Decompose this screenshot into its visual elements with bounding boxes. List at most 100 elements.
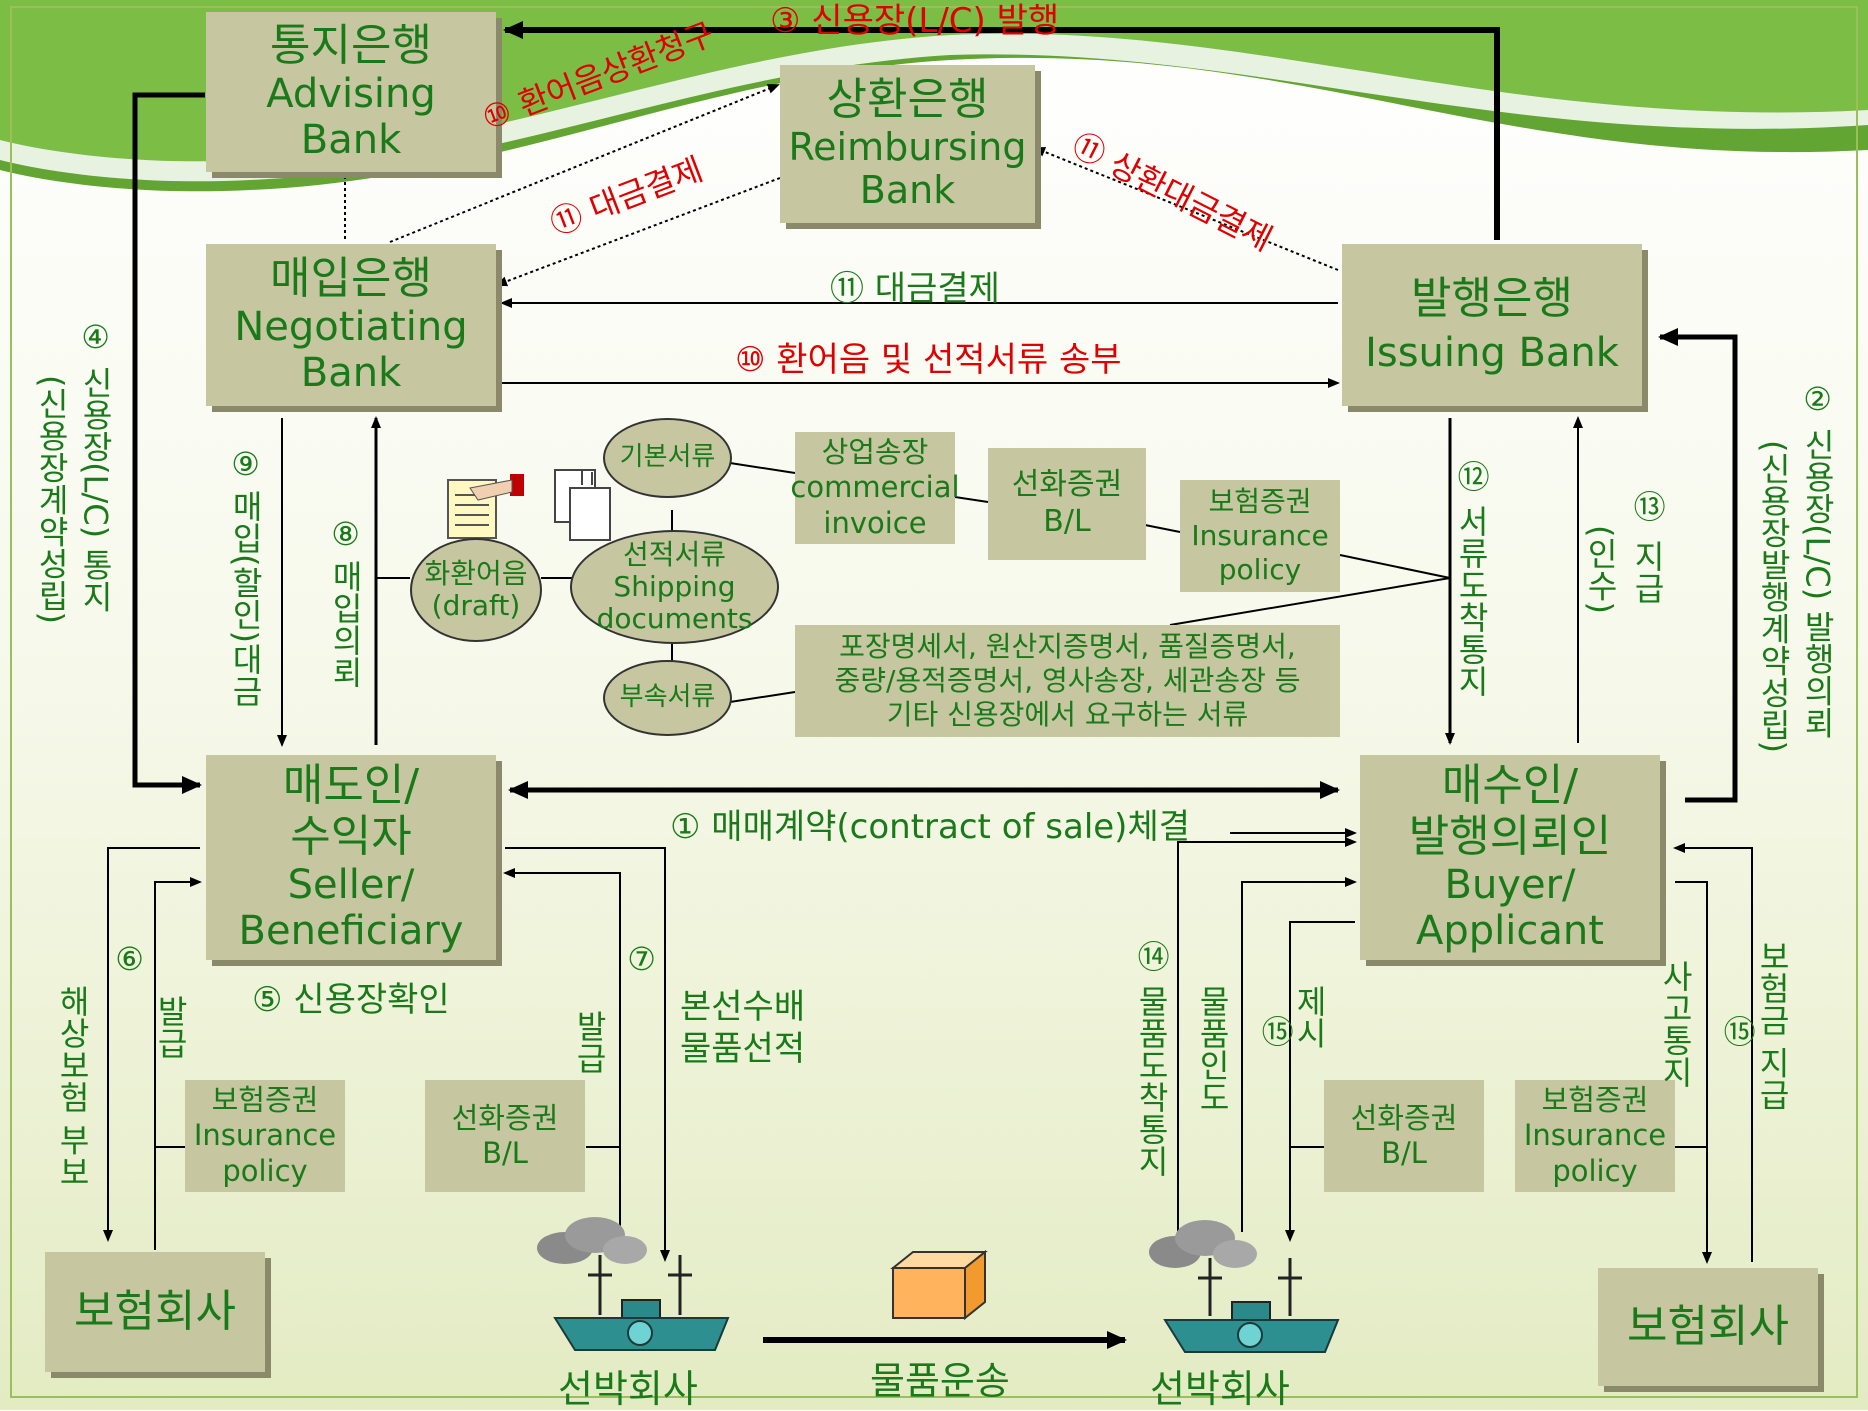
other-docs-l3: 기타 신용장에서 요구하는 서류 [886,698,1249,732]
step13-b: (인수) [1581,525,1620,614]
ins-right-en2: policy [1552,1153,1638,1188]
goods-delivery-text: 물품인도 [1193,985,1232,1113]
bill-of-lading-box: 선화증권 B/L [988,448,1146,560]
basic-documents-label: 기본서류 [619,442,716,473]
buyer-box: 매수인/ 발행의뢰인 Buyer/ Applicant [1360,755,1660,960]
insurance-company-right-label: 보험회사 [1627,1300,1789,1352]
ship-right-icon [1149,1220,1340,1353]
buyer-l1: 매수인/ [1441,759,1579,811]
insurance-en1: Insurance [1191,518,1329,552]
buyer-l3: Buyer/ [1444,862,1576,909]
transport-label: 물품운송 [870,1359,1010,1403]
step8-text: 매입의뢰 [326,560,365,688]
negotiating-bank-ko: 매입은행 [270,252,432,304]
issuing-bank-en1: Issuing Bank [1365,330,1619,377]
ins-left-ko: 보험증권 [211,1082,319,1117]
shipping-company-right: 선박회사 [1150,1367,1290,1411]
step6-right: 발급 [151,995,190,1059]
other-docs-l2: 중량/용적증명서, 영사송장, 세관송장 등 [834,663,1301,697]
seller-l4: Beneficiary [238,908,464,955]
insurance-company-left-label: 보험회사 [74,1285,236,1337]
step3-label: ③ 신용장(L/C) 발행 [770,1,1060,41]
draft-en: (draft) [431,589,521,622]
step14-number: ⑭ [1132,940,1171,972]
bl-right-box: 선화증권 B/L [1324,1080,1484,1192]
seller-box: 매도인/ 수익자 Seller/ Beneficiary [206,755,496,960]
invoice-en1: commercial [790,470,960,505]
invoice-en2: invoice [823,505,927,540]
other-docs-l1: 포장명세서, 원산지증명서, 품질증명서, [839,629,1296,663]
draft-ko: 화환어음 [424,556,528,590]
step7-right1: 본선수배 [680,987,806,1027]
negotiating-bank-box: 매입은행 Negotiating Bank [206,244,496,406]
invoice-ko: 상업송장 [821,434,929,469]
step7-number: ⑦ [622,940,661,978]
step7-right2: 물품선적 [680,1029,806,1069]
draft-document-icon [447,474,524,539]
commercial-invoice-box: 상업송장 commercial invoice [790,432,960,544]
ins-left-en1: Insurance [193,1118,337,1153]
step11-mid-label: ⑪ 대금결제 [830,269,1000,309]
negotiating-bank-en1: Negotiating [234,304,468,351]
slide-frame [10,6,1858,1398]
seller-l1: 매도인/ [282,759,420,811]
step4-sub: (신용장계약성립) [32,375,71,624]
advising-bank-box: 통지은행 Advising Bank [206,12,496,172]
basic-documents-ellipse: 기본서류 [603,418,732,498]
ship-left-icon [537,1217,730,1351]
buyer-l2: 발행의뢰인 [1408,810,1612,862]
attached-documents-ellipse: 부속서류 [603,660,732,736]
insurance-company-left: 보험회사 [45,1252,265,1372]
advising-bank-en2: Bank [300,117,402,164]
bl-en: B/L [1043,504,1091,539]
cargo-box-icon [890,1249,988,1321]
issuing-bank-ko: 발행은행 [1411,272,1573,324]
bl-ko: 선화증권 [1011,467,1123,503]
attached-documents-label: 부속서류 [619,682,716,713]
negotiating-bank-en2: Bank [300,350,402,397]
seller-l3: Seller/ [287,862,415,909]
ins-right-ko: 보험증권 [1541,1082,1649,1117]
step10-mid-label: ⑩ 환어음 및 선적서류 송부 [735,340,1122,380]
shipping-documents-ellipse: 선적서류 Shipping documents [570,530,779,644]
buyer-l4: Applicant [1416,908,1604,955]
step15a-number: ⑮ [1256,1015,1295,1047]
bl-right-ko: 선화증권 [1350,1100,1458,1135]
ins-left-en2: policy [222,1153,308,1188]
reimbursing-bank-en2: Bank [859,168,956,213]
bl-left-ko: 선화증권 [451,1100,559,1135]
step15b-text: 보험금 지급 [1753,940,1792,1111]
insurance-policy-right-box: 보험증권 Insurance policy [1515,1080,1675,1192]
step5-label: ⑤ 신용장확인 [252,980,450,1020]
other-documents-box: 포장명세서, 원산지증명서, 품질증명서, 중량/용적증명서, 영사송장, 세관… [795,625,1340,737]
advising-bank-ko: 통지은행 [270,19,432,71]
reimbursing-bank-box: 상환은행 Reimbursing Bank [780,65,1035,223]
step9-text: 매입(할인)대금 [226,490,265,707]
step13-number: ⑬ [1628,490,1667,522]
seller-l2: 수익자 [290,810,412,862]
step14-text: 물품도착통지 [1132,985,1171,1177]
ins-right-en1: Insurance [1523,1118,1667,1153]
issuing-bank-box: 발행은행 Issuing Bank [1342,244,1642,406]
insurance-ko: 보험증권 [1208,484,1312,518]
bl-left-en: B/L [482,1136,528,1170]
draft-ellipse: 화환어음 (draft) [410,538,542,642]
shipping-documents-en2: documents [596,602,753,636]
step7-left: 발급 [570,1010,609,1074]
step12-number: ⑫ [1452,460,1491,492]
step2-sub: (신용장발행계약성립) [1754,440,1793,753]
advising-bank-en1: Advising [266,71,436,118]
step1-label: ① 매매계약(contract of sale)체결 [670,807,1191,847]
step4-circle: ④ 신용장(L/C) 통지 [76,318,115,613]
reimbursing-bank-en1: Reimbursing [788,124,1027,169]
accident-notice-text: 사고통지 [1656,960,1695,1088]
step13-a: 지급 [1628,540,1667,604]
bl-left-box: 선화증권 B/L [425,1080,585,1192]
step15a-text: 제시 [1290,985,1329,1049]
step12-text: 서류도착통지 [1452,505,1491,697]
reimbursing-bank-ko: 상환은행 [826,74,989,126]
step9-number: ⑨ [226,445,265,483]
step6-number: ⑥ [110,940,149,978]
insurance-policy-left-box: 보험증권 Insurance policy [185,1080,345,1192]
